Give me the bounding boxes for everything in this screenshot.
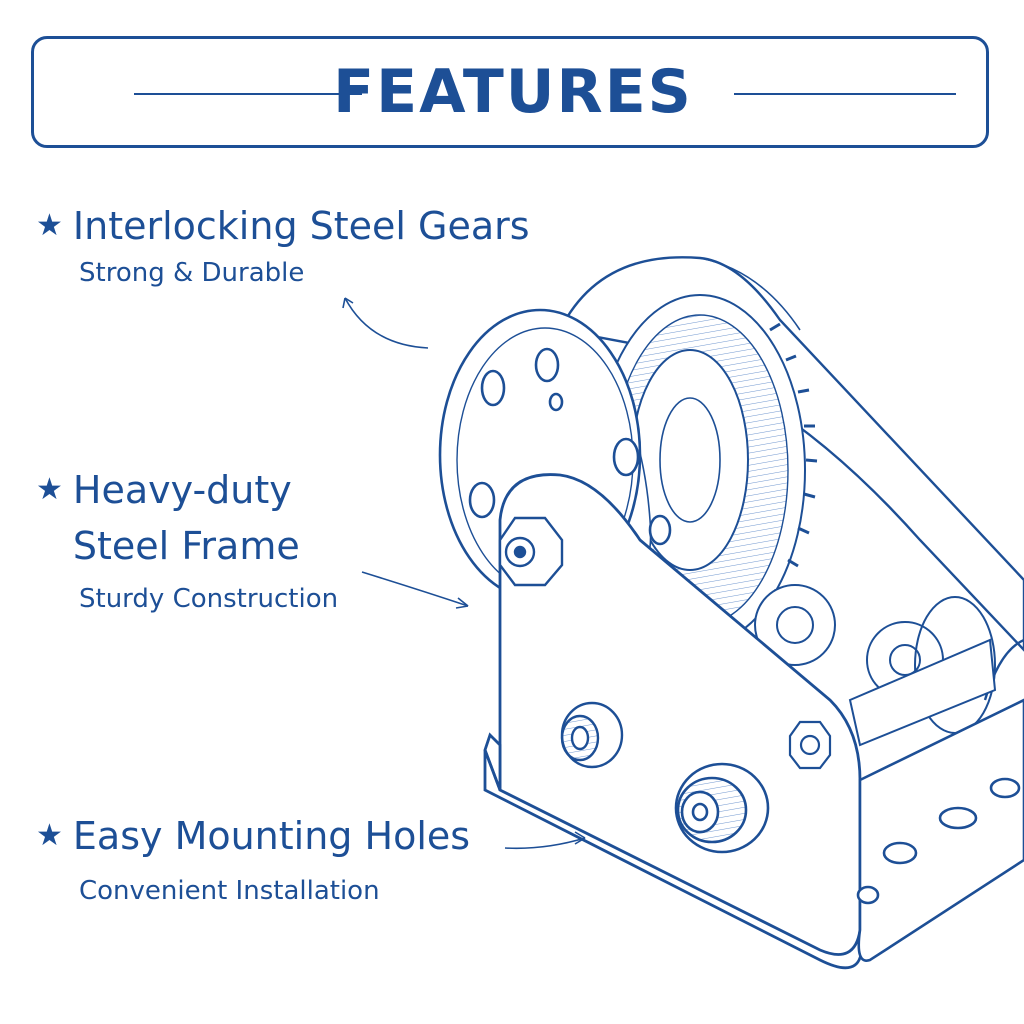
base-plate <box>856 698 1024 962</box>
title-frame: FEATURES <box>31 36 989 148</box>
page-title: FEATURES <box>333 57 693 127</box>
feature-heading: ★ Interlocking Steel Gears <box>36 198 530 254</box>
star-icon: ★ <box>36 208 63 243</box>
arrow-frame-head <box>455 597 469 609</box>
feature-subtitle: Convenient Installation <box>79 876 380 906</box>
arrow-gears-head <box>342 297 354 309</box>
feature-frame: ★ Heavy-duty Steel Frame Sturdy Construc… <box>36 462 338 614</box>
title-rule-right <box>734 93 956 95</box>
arrow-frame <box>361 571 469 607</box>
star-icon: ★ <box>36 472 63 507</box>
arrow-gears <box>344 297 429 349</box>
title-rule-left <box>134 93 362 95</box>
winch-shaft <box>848 638 997 747</box>
feature-heading: ★ Heavy-duty Steel Frame <box>36 462 338 574</box>
feature-subtitle: Strong & Durable <box>79 258 305 288</box>
callout-arrows <box>342 297 586 850</box>
feature-title-line: Easy Mounting Holes <box>72 814 471 858</box>
feature-title-line: Heavy-duty <box>72 468 292 512</box>
bushing-small <box>560 701 624 769</box>
hex-nut-upper <box>498 516 564 587</box>
arrow-mounting <box>504 837 586 850</box>
feature-title-line: Interlocking Steel Gears <box>72 204 530 248</box>
feature-heading: ★ Easy Mounting Holes <box>36 808 470 864</box>
bushing-large <box>674 762 770 854</box>
feature-mounting: ★ Easy Mounting Holes Convenient Install… <box>36 808 470 906</box>
star-icon: ★ <box>36 818 63 853</box>
gear-large <box>594 294 806 646</box>
feature-subtitle: Sturdy Construction <box>79 584 339 614</box>
hex-nut-lower <box>788 720 832 770</box>
feature-gears: ★ Interlocking Steel Gears Strong & Dura… <box>36 198 530 288</box>
feature-title-line: Steel Frame <box>72 524 300 568</box>
